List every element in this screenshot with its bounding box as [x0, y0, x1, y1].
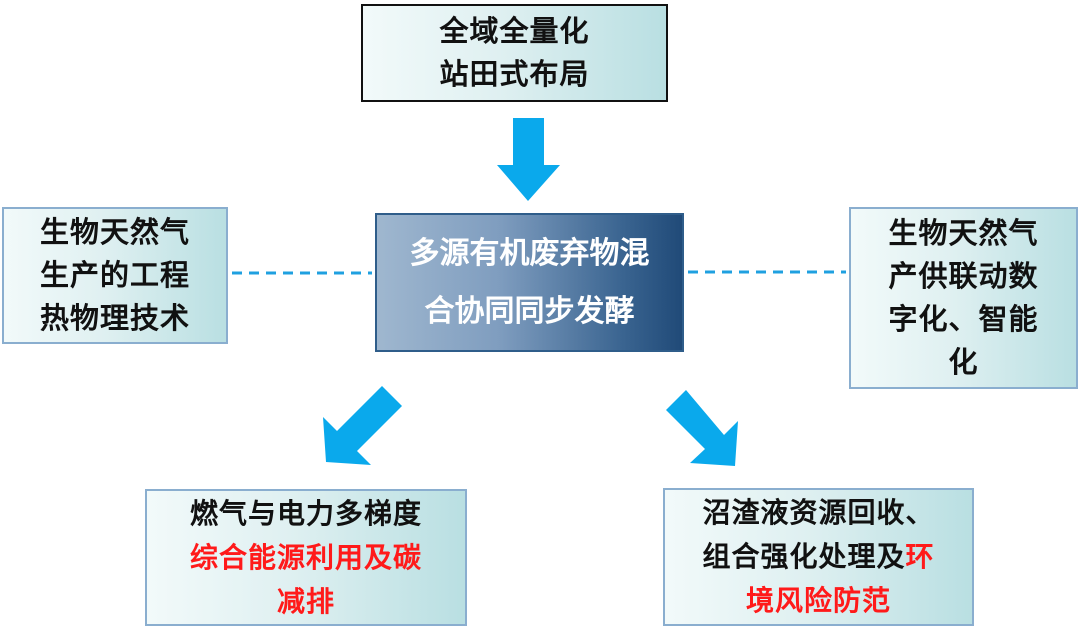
- left-node-line3: 热物理技术: [39, 301, 190, 335]
- bottom-left-node-energy: 燃气与电力多梯度 综合能源利用及碳 减排: [145, 489, 467, 626]
- center-node-fermentation: 多源有机废弃物混 合协同同步发酵: [375, 213, 684, 352]
- center-node-line1: 多源有机废弃物混: [409, 235, 650, 271]
- arrow-down-left-icon: [323, 386, 402, 465]
- left-node-line1: 生物天然气: [39, 215, 190, 249]
- bottom-left-line2: 综合能源利用及碳: [189, 540, 422, 574]
- bottom-right-node-digestate: 沼渣液资源回收、 组合强化处理及环 境风险防范: [663, 488, 974, 626]
- bottom-right-line1: 沼渣液资源回收、: [702, 496, 935, 529]
- bottom-left-line3: 减排: [276, 584, 335, 618]
- top-node-line1: 全域全量化: [439, 14, 590, 48]
- right-node-line2: 产供联动数: [888, 259, 1039, 293]
- center-node-line2: 合协同同步发酵: [424, 293, 635, 329]
- right-node-line3: 字化、智能: [888, 302, 1039, 336]
- left-node-thermophysics: 生物天然气 生产的工程 热物理技术: [2, 207, 228, 344]
- top-node-line2: 站田式布局: [439, 57, 590, 91]
- left-node-line2: 生产的工程: [39, 258, 190, 292]
- arrow-down-right-icon: [666, 390, 738, 466]
- right-node-digitalization: 生物天然气 产供联动数 字化、智能 化: [849, 207, 1078, 389]
- right-node-line4: 化: [948, 345, 979, 379]
- bottom-left-line1: 燃气与电力多梯度: [189, 496, 422, 530]
- bottom-right-line2: 组合强化处理及环: [702, 535, 934, 579]
- arrow-down-icon: [497, 118, 560, 201]
- bottom-right-line3: 境风险防范: [745, 584, 891, 617]
- right-node-line1: 生物天然气: [888, 216, 1039, 250]
- bottom-right-line2-red: 环: [905, 540, 935, 573]
- top-node-layout: 全域全量化 站田式布局: [361, 4, 668, 102]
- bottom-right-line2-black: 组合强化处理及: [702, 540, 906, 573]
